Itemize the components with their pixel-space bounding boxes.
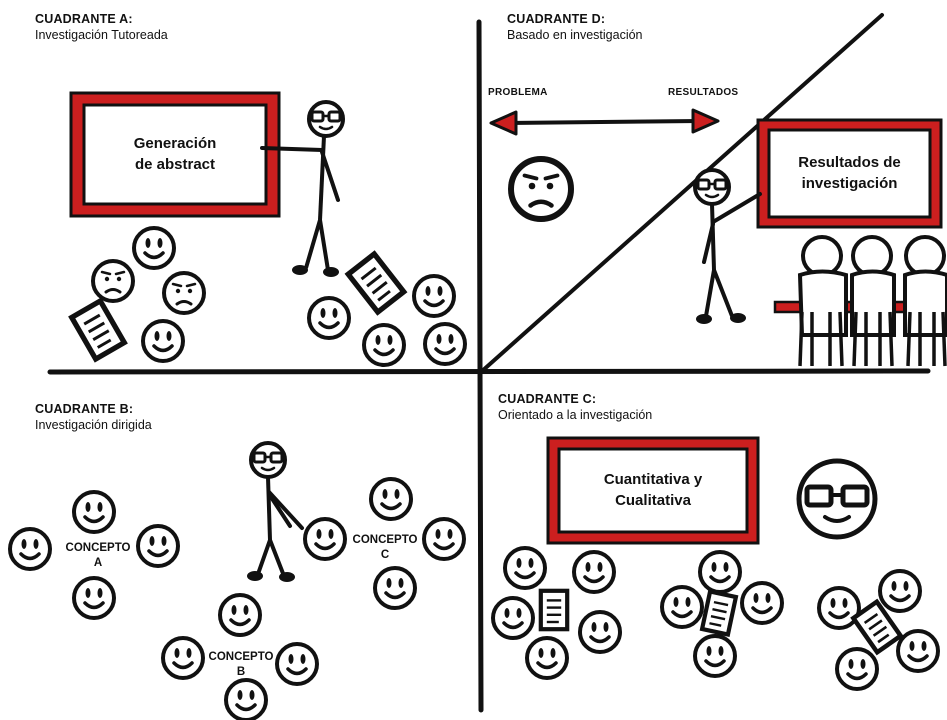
board-d-text: Resultados de investigación [798,154,901,192]
diagonal-line [479,13,884,374]
board-a-text: Generación de abstract [133,135,217,173]
quadrant-c-subtitle: Orientado a la investigación [498,407,653,422]
quadrant-b-illustration [8,441,466,720]
quadrant-a-subtitle: Investigación Tutoreada [35,27,168,42]
problem-label: PROBLEMA [488,87,548,98]
concept-b-label: CONCEPTO B [208,651,274,678]
concept-c-label: CONCEPTO C [352,534,418,561]
problem-results-arrow [504,119,701,125]
quadrant-b-title: CUADRANTE B: [35,402,134,416]
board-c-text: Cuantitativa y Cualitativa [603,471,703,509]
quadrant-c-title: CUADRANTE C: [498,392,597,406]
quadrant-a-title: CUADRANTE A: [35,12,133,26]
quadrant-d-subtitle: Basado en investigación [507,27,643,42]
quadrant-c-illustration [491,436,940,691]
quadrant-b-label: CUADRANTE B: Investigación dirigida [35,402,152,433]
vertical-axis [476,19,484,713]
horizontal-axis [47,368,931,375]
results-label: RESULTADOS [668,87,739,98]
quadrant-a-illustration [71,91,467,367]
quadrant-d-label: CUADRANTE D: Basado en investigación [507,12,643,43]
concept-a-label: CONCEPTO A [65,542,131,569]
quadrant-b-subtitle: Investigación dirigida [35,417,152,432]
quadrant-d-title: CUADRANTE D: [507,12,606,26]
quadrant-a-label: CUADRANTE A: Investigación Tutoreada [35,12,168,43]
quadrant-c-label: CUADRANTE C: Orientado a la investigació… [498,392,652,423]
quadrant-d-illustration [489,108,947,367]
